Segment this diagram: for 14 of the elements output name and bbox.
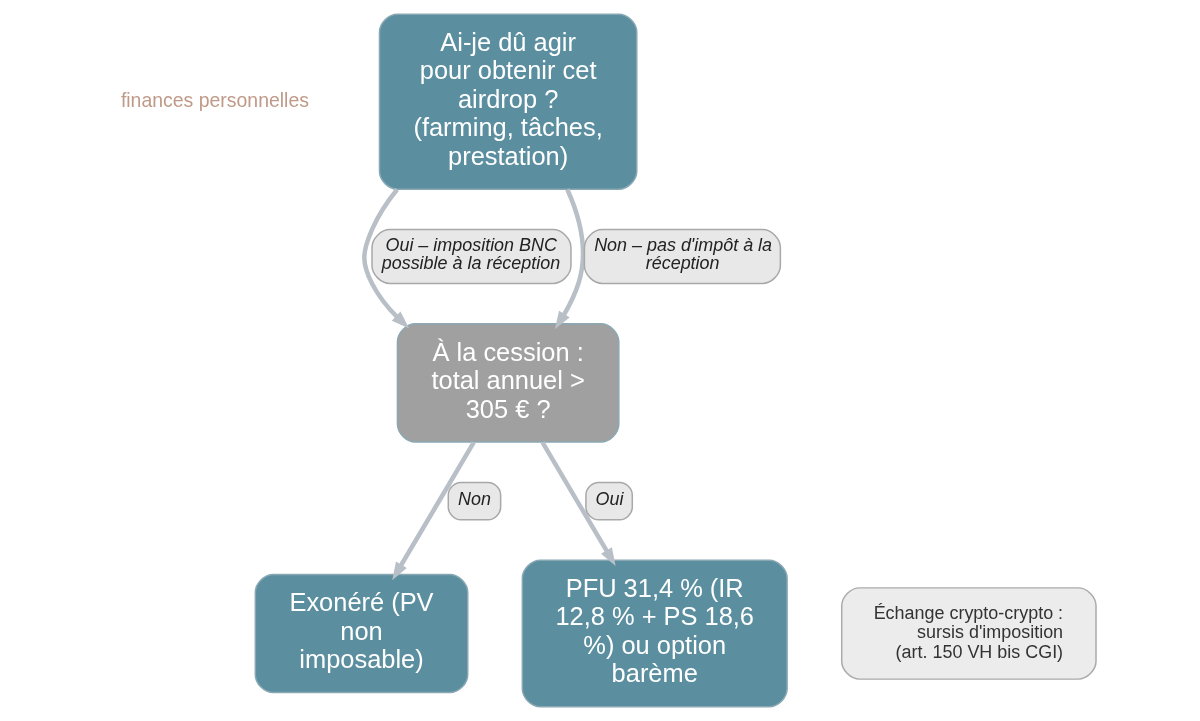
edge-label: Oui – imposition BNC possible à la réception xyxy=(381,235,560,274)
node-box: Ai-je dû agir pour obtenir cet airdrop ? (farming, tâches, prestation) xyxy=(378,13,638,190)
arrow xyxy=(554,188,585,330)
node-box: PFU 31,4 % (IR 12,8 % + PS 18,6 %) ou option barème xyxy=(521,559,788,708)
arrow xyxy=(391,441,476,581)
node-box: Échange crypto-crypto : sursis d'imposition (art. 150 VH bis CGI) xyxy=(840,587,1097,680)
label: finances personnelles xyxy=(120,88,309,111)
edge-label: Oui xyxy=(595,489,624,509)
arrow xyxy=(361,188,409,329)
arrow xyxy=(540,441,616,566)
node-box: À la cession : total annuel > 305 € ? xyxy=(396,323,620,443)
edge-label: Non xyxy=(457,489,491,509)
edge-label: Non – pas d'impôt à la réception xyxy=(593,235,772,274)
node-box: Exonéré (PV non imposable) xyxy=(254,573,468,694)
